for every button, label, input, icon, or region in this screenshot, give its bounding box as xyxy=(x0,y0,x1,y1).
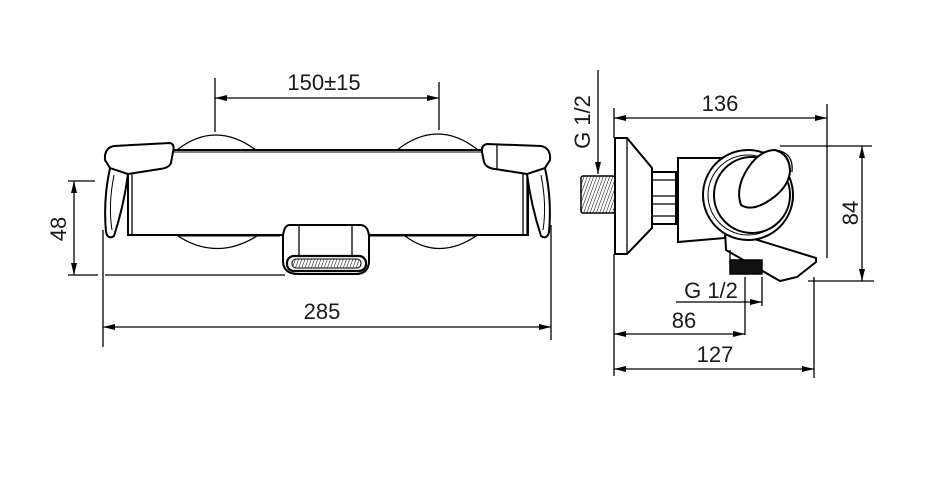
left-inlet-dome-bottom xyxy=(174,233,258,250)
side-spout xyxy=(723,228,817,283)
hex-nut xyxy=(651,171,677,225)
dim-inlet-spacing: 150±15 xyxy=(214,70,440,132)
dim-overall-width-label: 285 xyxy=(304,299,341,324)
front-view: 150±15 48 285 xyxy=(46,70,552,347)
wall-flange xyxy=(614,137,653,255)
right-handle xyxy=(480,142,552,239)
right-inlet-dome-top xyxy=(396,133,479,151)
dim-outlet-offset-label: 86 xyxy=(672,308,696,333)
dim-height: 48 xyxy=(46,180,285,276)
inlet-thread xyxy=(580,175,616,214)
side-view: G 1/2 136 84 G 1/2 86 xyxy=(570,70,874,378)
dim-body-height-label: 84 xyxy=(838,201,863,225)
right-inlet-dome-bottom xyxy=(404,233,480,250)
outlet-thread xyxy=(729,250,763,275)
spout xyxy=(282,224,370,275)
dim-height-label: 48 xyxy=(46,217,71,241)
dim-depth-top: 136 xyxy=(613,91,828,258)
dim-overall-width: 285 xyxy=(102,225,552,347)
left-inlet-dome-top xyxy=(176,134,257,151)
dim-inlet-thread: G 1/2 xyxy=(570,70,601,174)
inlet-thread-label: G 1/2 xyxy=(570,95,595,149)
outlet-thread-label: G 1/2 xyxy=(684,278,738,303)
mixer-body xyxy=(127,149,529,236)
dim-outlet-thread: G 1/2 xyxy=(676,277,763,335)
dim-depth-bottom-label: 127 xyxy=(697,342,734,367)
left-handle xyxy=(103,141,175,239)
dim-depth-top-label: 136 xyxy=(702,91,739,116)
dim-outlet-offset: 86 xyxy=(613,254,745,376)
side-knob-handle xyxy=(738,148,792,209)
dim-inlet-spacing-label: 150±15 xyxy=(287,70,360,95)
dim-body-height: 84 xyxy=(780,145,874,282)
dim-depth-bottom: 127 xyxy=(614,277,815,378)
